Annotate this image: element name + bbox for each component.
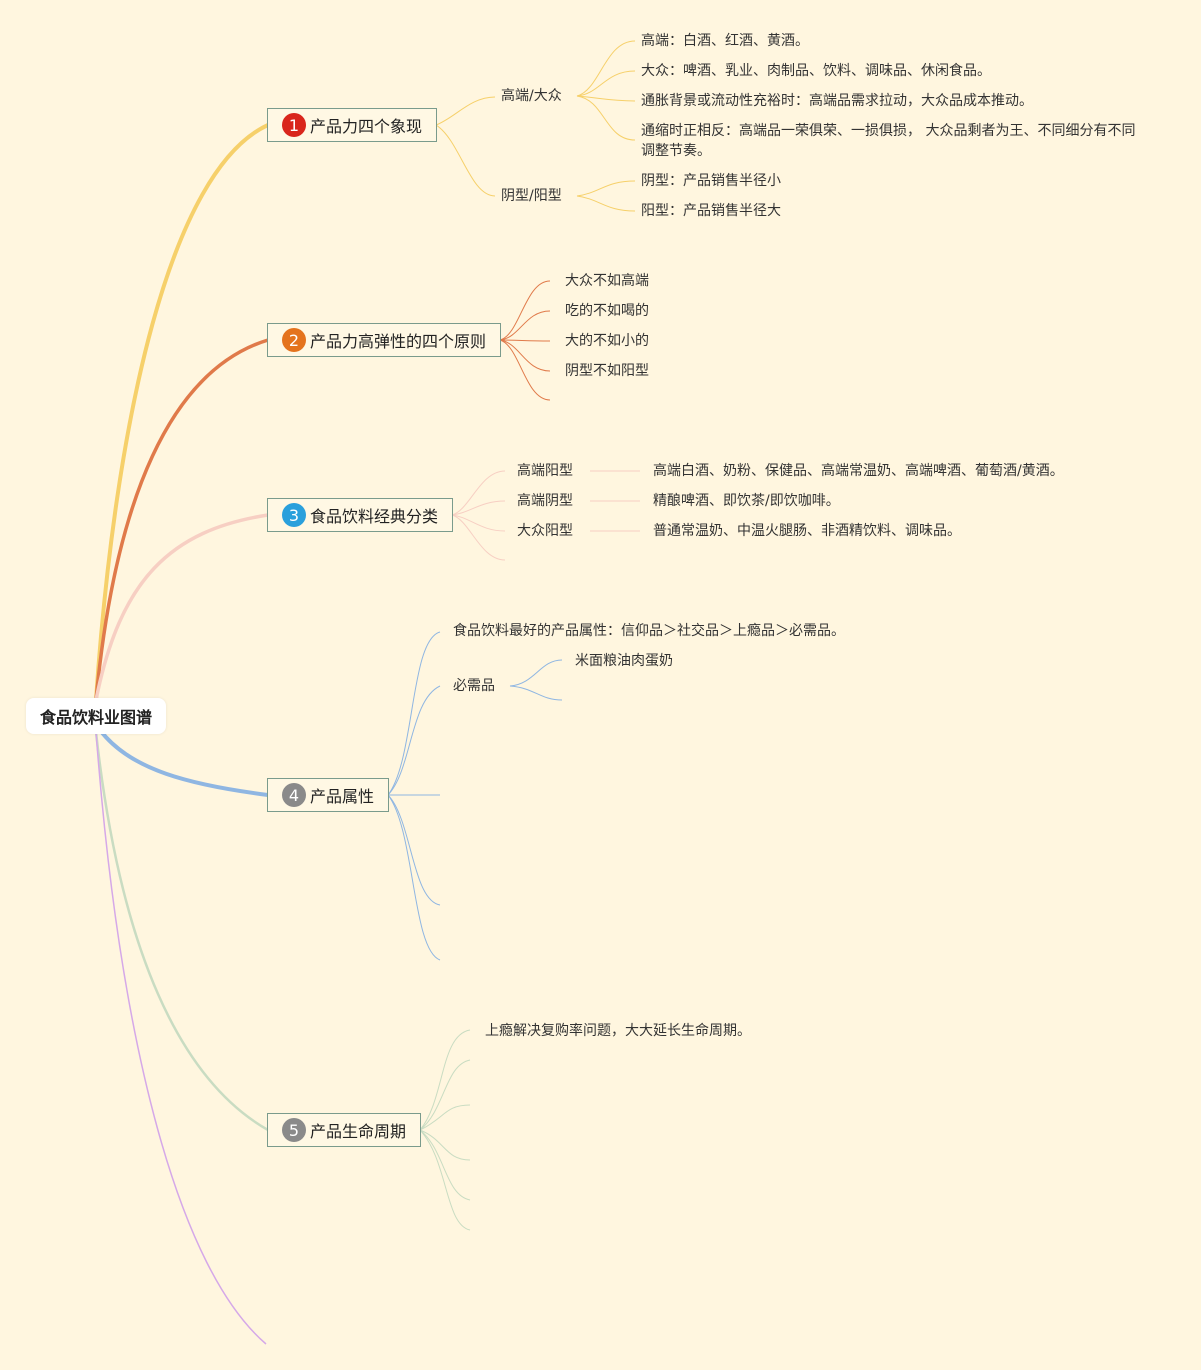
connector-b1-sub1-i2 <box>576 70 636 97</box>
connector-b5-i2 <box>419 1059 471 1131</box>
branch-4-label: 产品属性 <box>310 787 375 806</box>
b1-sub1-item-2[interactable]: 大众：啤酒、乳业、肉制品、饮料、调味品、休闲食品。 <box>641 63 991 79</box>
b1-sub1-item-1[interactable]: 高端：白酒、红酒、黄酒。 <box>641 33 809 49</box>
b5-item-1[interactable]: 上瘾解决复购率问题，大大延长生命周期。 <box>485 1023 751 1039</box>
connector-b4-sub-i1 <box>509 659 563 687</box>
b3-row-2-value[interactable]: 精酿啤酒、即饮茶/即饮咖啡。 <box>653 493 840 509</box>
number-badge-2: 2 <box>282 328 306 352</box>
b4-item-1[interactable]: 食品饮料最好的产品属性：信仰品＞社交品＞上瘾品＞必需品。 <box>453 623 845 639</box>
branch-5-label: 产品生命周期 <box>310 1122 407 1141</box>
connector-b1-sub2-i2 <box>576 195 636 212</box>
b3-row-1-key[interactable]: 高端阳型 <box>517 463 573 479</box>
branch-3-label: 食品饮料经典分类 <box>310 507 439 526</box>
b1-sub1-item-3[interactable]: 通胀背景或流动性充裕时：高端品需求拉动，大众品成本推动。 <box>641 93 1033 109</box>
b2-item-4[interactable]: 阴型不如阳型 <box>565 363 649 379</box>
connector-b5-i1 <box>419 1029 471 1131</box>
b1-subtopic-2[interactable]: 阴型/阳型 <box>501 188 562 204</box>
b4-sub-item-1[interactable]: 米面粮油肉蛋奶 <box>575 653 673 669</box>
connector-b1-sub1 <box>435 96 496 126</box>
b2-item-2[interactable]: 吃的不如喝的 <box>565 303 649 319</box>
number-badge-3: 3 <box>282 503 306 527</box>
connector-b3-r1 <box>451 470 506 516</box>
connector-b4-sub-i2 <box>509 685 563 701</box>
number-badge-4: 4 <box>282 783 306 807</box>
b3-row-2-key[interactable]: 高端阴型 <box>517 493 573 509</box>
connector-b3-r2 <box>451 500 506 516</box>
connector-b3-r3 <box>451 514 506 532</box>
connector-root-b4 <box>98 728 269 797</box>
connector-b2-i2 <box>499 310 551 341</box>
connector-b2-i5 <box>499 339 551 401</box>
connector-b4-i4 <box>387 794 441 906</box>
b2-item-3[interactable]: 大的不如小的 <box>565 333 649 349</box>
connector-b4-sub <box>387 685 441 796</box>
branch-3-topic[interactable]: 3 食品饮料经典分类 <box>267 498 453 532</box>
connector-b2-i3 <box>499 339 551 342</box>
b2-item-1[interactable]: 大众不如高端 <box>565 273 649 289</box>
b1-sub2-item-2[interactable]: 阳型：产品销售半径大 <box>641 203 781 219</box>
connector-b4-i1 <box>387 631 441 796</box>
branch-2-topic[interactable]: 2 产品力高弹性的四个原则 <box>267 323 501 357</box>
connector-b5-i3 <box>419 1104 471 1131</box>
connector-root-b2 <box>94 338 269 701</box>
branch-5-topic[interactable]: 5 产品生命周期 <box>267 1113 421 1147</box>
root-topic[interactable]: 食品饮料业图谱 <box>26 698 166 734</box>
branch-4-topic[interactable]: 4 产品属性 <box>267 778 389 812</box>
connector-b1-sub2 <box>435 124 496 197</box>
connector-b5-i6 <box>419 1129 471 1231</box>
connector-b3-r4 <box>451 514 506 561</box>
connector-b2-i1 <box>499 280 551 341</box>
branch-2-label: 产品力高弹性的四个原则 <box>310 332 487 351</box>
connector-root-b5 <box>94 731 269 1132</box>
connector-b1-sub2-i1 <box>576 180 636 197</box>
number-badge-1: 1 <box>282 113 306 137</box>
connector-b4-i5 <box>387 794 441 961</box>
b1-sub1-item-4[interactable]: 通缩时正相反：高端品一荣俱荣、一损俱损， 大众品剩者为王、不同细分有不同调整节奏… <box>641 123 1136 159</box>
connector-b1-sub1-i1 <box>576 40 636 97</box>
b3-row-3-value[interactable]: 普通常温奶、中温火腿肠、非酒精饮料、调味品。 <box>653 523 961 539</box>
connector-root-b6 <box>95 731 267 1345</box>
number-badge-5: 5 <box>282 1118 306 1142</box>
b3-row-3-key[interactable]: 大众阳型 <box>517 523 573 539</box>
connector-b1-sub1-i4 <box>576 95 636 141</box>
connector-root-b1 <box>94 123 269 701</box>
b1-sub2-item-1[interactable]: 阴型：产品销售半径小 <box>641 173 781 189</box>
b1-subtopic-1[interactable]: 高端/大众 <box>501 88 562 104</box>
connector-b1-sub1-i3 <box>576 95 636 102</box>
branch-1-label: 产品力四个象现 <box>310 117 423 136</box>
connector-b2-i4 <box>499 339 551 372</box>
b3-row-1-value[interactable]: 高端白酒、奶粉、保健品、高端常温奶、高端啤酒、葡萄酒/黄酒。 <box>653 463 1064 479</box>
connector-root-b3 <box>94 513 269 701</box>
connector-b5-i5 <box>419 1129 471 1201</box>
branch-1-topic[interactable]: 1 产品力四个象现 <box>267 108 437 142</box>
b4-subtopic[interactable]: 必需品 <box>453 678 495 694</box>
connector-b5-i4 <box>419 1129 471 1161</box>
